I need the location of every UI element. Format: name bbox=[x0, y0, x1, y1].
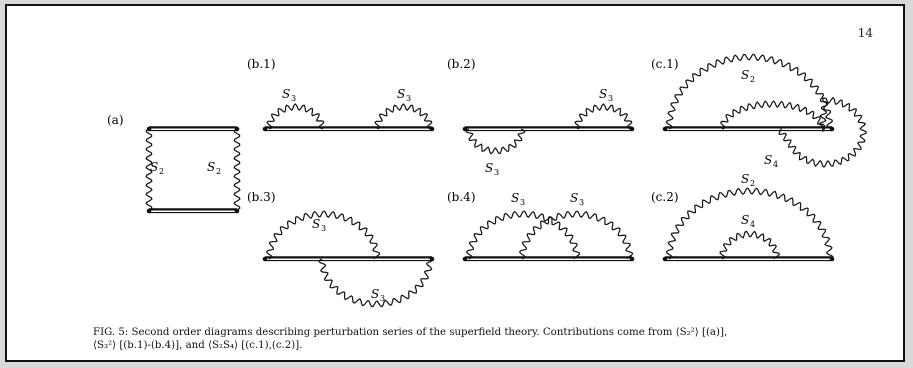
feynman-diagrams-figure: (a) (b.1) (b.2) (b.3) (b.4) (c.1) (c.2) … bbox=[107, 53, 868, 308]
svg-text:S: S bbox=[511, 191, 519, 205]
label-b2: (b.2) bbox=[447, 57, 476, 71]
svg-text:3: 3 bbox=[494, 168, 499, 177]
label-b1: (b.1) bbox=[247, 57, 276, 71]
label-c2: (c.2) bbox=[651, 190, 679, 204]
c2-line bbox=[662, 256, 835, 262]
svg-text:S: S bbox=[282, 87, 290, 101]
svg-text:4: 4 bbox=[773, 160, 778, 169]
b1-line bbox=[262, 126, 435, 132]
svg-text:S: S bbox=[485, 161, 493, 175]
label-a: (a) bbox=[107, 113, 124, 127]
svg-text:3: 3 bbox=[579, 198, 584, 207]
b2-bottom-wave bbox=[465, 128, 526, 155]
b3-line bbox=[262, 256, 435, 262]
a-right-wave bbox=[233, 128, 241, 212]
c2-inner-wave bbox=[719, 230, 781, 260]
b2-top-wave bbox=[574, 103, 633, 130]
svg-text:3: 3 bbox=[608, 94, 613, 103]
svg-text:4: 4 bbox=[750, 220, 755, 229]
svg-text:S: S bbox=[570, 191, 578, 205]
svg-text:S: S bbox=[741, 68, 749, 82]
paper-page: 14 (a) (b.1) (b.2) (b.3) (b.4) (c.1) (c.… bbox=[5, 4, 905, 362]
label-c1: (c.1) bbox=[651, 57, 679, 71]
svg-text:3: 3 bbox=[380, 294, 385, 303]
b3-top-wave bbox=[266, 210, 381, 260]
svg-text:S: S bbox=[207, 160, 215, 174]
label-b3: (b.3) bbox=[247, 190, 276, 204]
svg-text:S: S bbox=[741, 172, 749, 186]
svg-text:S: S bbox=[599, 87, 607, 101]
c1-line bbox=[662, 126, 835, 132]
svg-text:S: S bbox=[741, 213, 749, 227]
a-top-line bbox=[146, 126, 240, 132]
b1-right-wave bbox=[374, 103, 433, 130]
b4-right-wave bbox=[519, 210, 634, 260]
a-bottom-line bbox=[146, 208, 240, 214]
c1-outer-wave bbox=[665, 53, 834, 130]
svg-text:S: S bbox=[150, 160, 158, 174]
svg-text:S: S bbox=[312, 217, 320, 231]
b4-line bbox=[462, 256, 635, 262]
c1-inner-wave bbox=[719, 96, 868, 168]
wavy-lines bbox=[145, 53, 868, 308]
svg-text:2: 2 bbox=[750, 75, 755, 84]
a-left-wave bbox=[145, 128, 153, 212]
svg-text:S: S bbox=[397, 87, 405, 101]
c2-outer-wave bbox=[665, 187, 834, 260]
page-number: 14 bbox=[857, 26, 873, 40]
double-lines bbox=[146, 126, 835, 262]
svg-text:3: 3 bbox=[520, 198, 525, 207]
label-b4: (b.4) bbox=[447, 190, 476, 204]
svg-text:S: S bbox=[764, 153, 772, 167]
figure-caption: FIG. 5: Second order diagrams describing… bbox=[93, 327, 893, 352]
svg-text:2: 2 bbox=[216, 167, 221, 176]
caption-line2: ⟨S₃²⟩ [(b.1)-(b.4)], and ⟨S₂S₄⟩ [(c.1),(… bbox=[93, 339, 303, 351]
b2-line bbox=[462, 126, 635, 132]
svg-text:3: 3 bbox=[321, 224, 326, 233]
svg-text:3: 3 bbox=[406, 94, 411, 103]
b3-bottom-wave bbox=[318, 258, 434, 308]
caption-line1: Second order diagrams describing perturb… bbox=[131, 327, 728, 338]
svg-text:S: S bbox=[371, 287, 379, 301]
svg-text:2: 2 bbox=[750, 179, 755, 188]
b1-left-wave bbox=[266, 103, 325, 130]
caption-prefix: FIG. 5: bbox=[93, 327, 129, 338]
svg-text:3: 3 bbox=[291, 94, 296, 103]
svg-text:2: 2 bbox=[159, 167, 164, 176]
b4-left-wave bbox=[466, 210, 581, 260]
